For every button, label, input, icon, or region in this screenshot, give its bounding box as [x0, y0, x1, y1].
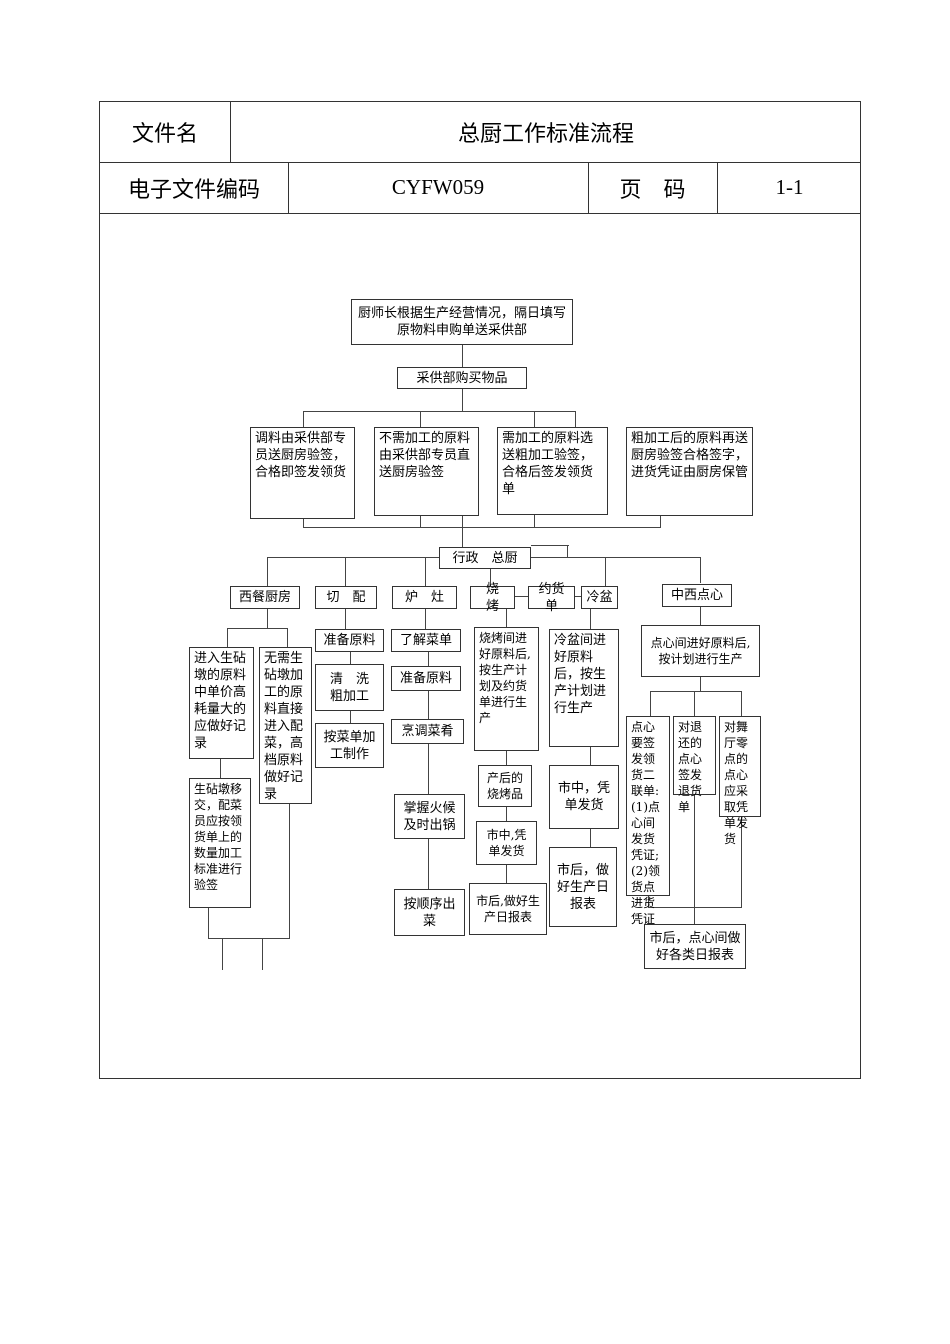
header-divider-2: [100, 213, 860, 214]
header-col-sep: [288, 162, 289, 213]
page-number: 1-1: [775, 175, 804, 199]
header-divider-1: [100, 162, 860, 163]
page-label: 页 码: [619, 177, 686, 203]
document-title: 总厨工作标准流程: [457, 122, 634, 147]
header-col-sep: [230, 102, 231, 162]
file-code-value: CYFW059: [391, 175, 485, 199]
file-code-label: 电子文件编码: [127, 177, 260, 203]
header-col-sep: [717, 162, 718, 213]
document-frame: 文件名 总厨工作标准流程 电子文件编码 CYFW059 页 码 1-1: [99, 101, 861, 1079]
header-col-sep: [588, 162, 589, 213]
file-name-label: 文件名: [131, 122, 198, 147]
